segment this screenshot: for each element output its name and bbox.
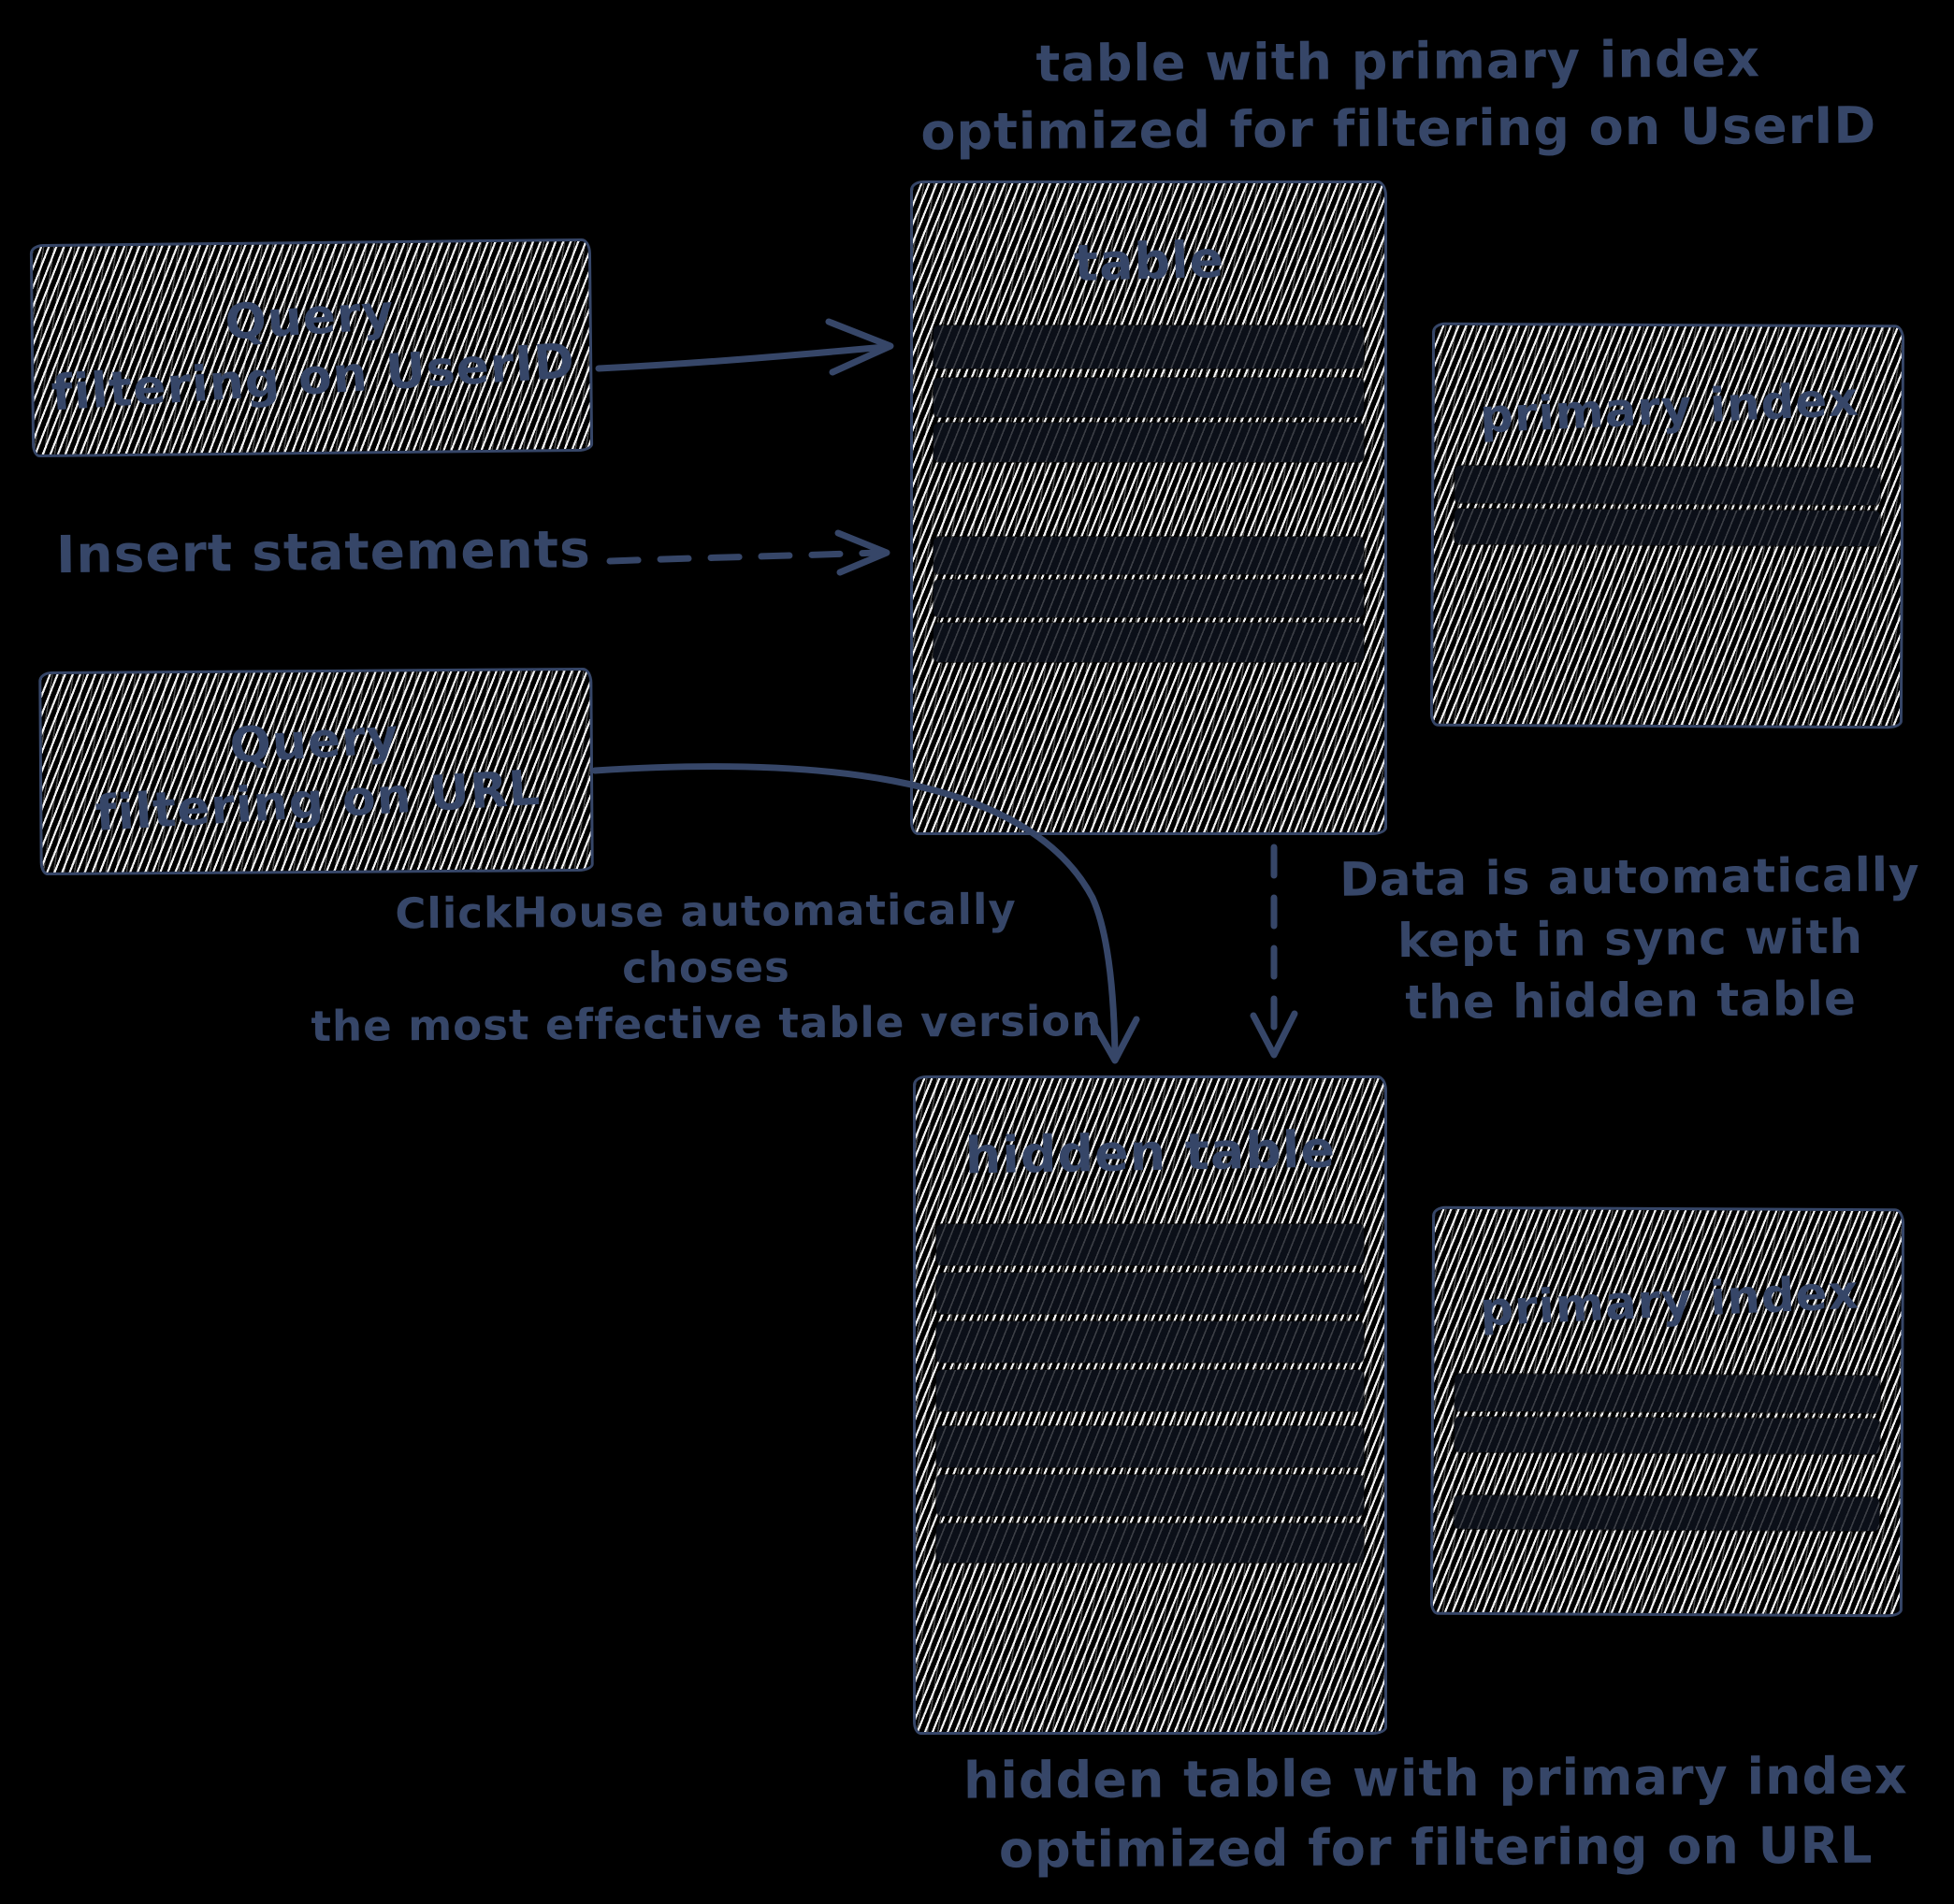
caption-auto-choice-line1: ClickHouse automatically choses bbox=[395, 884, 1017, 993]
query-url-box: Query filtering on URL bbox=[38, 667, 594, 876]
primary-index-bottom-box: primary index bbox=[1429, 1205, 1905, 1618]
hidden-table-row bbox=[936, 1370, 1364, 1411]
arrow-query-userid-to-table bbox=[595, 343, 889, 372]
primary-index-top-title: primary index bbox=[1478, 371, 1860, 444]
caption-sync-line2: kept in sync with bbox=[1397, 909, 1864, 969]
table-box: table bbox=[910, 180, 1387, 835]
index-row bbox=[1454, 508, 1881, 547]
hidden-table-row bbox=[936, 1523, 1364, 1563]
index-row bbox=[1455, 1373, 1881, 1414]
arrow-query-userid-to-table-head-icon bbox=[825, 318, 894, 376]
index-row bbox=[1455, 465, 1881, 506]
hidden-table-row bbox=[936, 1224, 1364, 1265]
hidden-table-row bbox=[936, 1426, 1364, 1467]
arrow-insert-to-table bbox=[606, 549, 881, 565]
table-row bbox=[934, 537, 1364, 574]
caption-sync-line3: the hidden table bbox=[1405, 971, 1858, 1031]
hidden-table-box: hidden table bbox=[913, 1075, 1387, 1735]
arrow-table-to-hidden-table-sync-head-icon bbox=[1250, 1010, 1298, 1059]
caption-hidden-table-note-line2: optimized for filtering on URL bbox=[998, 1815, 1874, 1880]
query-url-line2: filtering on URL bbox=[94, 759, 543, 844]
caption-table-note-line1: table with primary index bbox=[1035, 29, 1761, 94]
table-row bbox=[934, 623, 1364, 662]
hidden-table-row bbox=[936, 1475, 1364, 1516]
index-row bbox=[1454, 1494, 1880, 1532]
query-userid-label: Query filtering on UserID bbox=[28, 227, 596, 469]
arrow-insert-to-table-head-icon bbox=[834, 529, 890, 576]
caption-hidden-table-note-line1: hidden table with primary index bbox=[963, 1746, 1908, 1810]
insert-statements-label: Insert statements bbox=[55, 519, 592, 585]
hidden-table-row bbox=[936, 1321, 1364, 1363]
caption-hidden-table-note: hidden table with primary index optimize… bbox=[945, 1741, 1928, 1884]
primary-index-bottom-title: primary index bbox=[1478, 1264, 1860, 1337]
table-row bbox=[934, 378, 1364, 417]
hidden-table-title: hidden table bbox=[964, 1119, 1337, 1186]
table-title: table bbox=[1073, 229, 1225, 294]
hidden-table-row bbox=[936, 1273, 1364, 1314]
table-row bbox=[934, 325, 1364, 368]
index-row bbox=[1454, 1416, 1880, 1455]
table-row bbox=[934, 580, 1364, 617]
caption-table-note: table with primary index optimized for f… bbox=[875, 24, 1923, 166]
query-url-line1: Query bbox=[227, 708, 401, 775]
table-row bbox=[934, 423, 1364, 462]
query-url-label: Query filtering on URL bbox=[36, 656, 596, 887]
caption-auto-choice: ClickHouse automatically choses the most… bbox=[308, 881, 1104, 1055]
query-userid-line1: Query bbox=[223, 284, 397, 352]
primary-index-top-box: primary index bbox=[1429, 322, 1905, 729]
caption-table-note-line2: optimized for filtering on UserID bbox=[920, 95, 1877, 162]
caption-sync-line1: Data is automatically bbox=[1339, 847, 1920, 907]
caption-auto-choice-line2: the most effective table version bbox=[311, 996, 1103, 1051]
query-userid-box: Query filtering on UserID bbox=[29, 238, 594, 458]
caption-sync: Data is automatically kept in sync with … bbox=[1307, 844, 1954, 1034]
